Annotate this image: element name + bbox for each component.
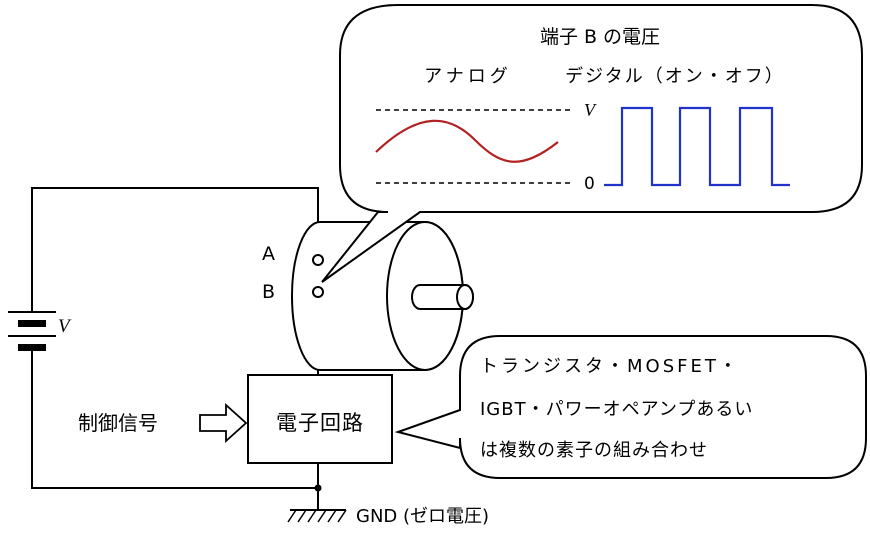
- callout-bottom-bubble: [394, 335, 867, 479]
- callout-top-title: 端子 B の電圧: [540, 26, 660, 48]
- terminal-a-label: A: [262, 243, 275, 265]
- wire-top: [31, 187, 319, 312]
- control-signal-label: 制御信号: [78, 411, 158, 435]
- terminal-b: [312, 286, 324, 298]
- electronic-circuit-label: 電子回路: [276, 411, 364, 435]
- motor: [291, 221, 474, 371]
- digital-waveform: [604, 106, 790, 187]
- wire-left-bottom: [31, 350, 318, 489]
- ground-symbol: [287, 509, 347, 523]
- control-signal-arrow: [199, 402, 248, 444]
- level-zero-label: 0: [584, 174, 595, 194]
- analog-waveform: [375, 119, 559, 163]
- terminal-b-label: B: [262, 281, 275, 303]
- analog-label: アナログ: [424, 66, 512, 87]
- ground-label: GND (ゼロ電圧): [356, 506, 489, 527]
- digital-label: デジタル（オン・オフ）: [565, 66, 785, 87]
- electronic-circuit-box: [247, 374, 393, 464]
- callout-bottom-line1: トランジスタ・MOSFET・: [480, 356, 740, 377]
- ground-junction: [314, 484, 322, 492]
- callout-top-bubble: [321, 4, 863, 283]
- callout-bottom-line2: IGBT・パワーオペアンプあるい: [480, 399, 753, 420]
- terminal-a: [312, 254, 324, 266]
- battery-voltage-label: V: [58, 316, 72, 337]
- callout-bottom-line3: は複数の素子の組み合わせ: [480, 440, 708, 461]
- level-high-label: V: [584, 100, 597, 120]
- motor-shaft-end: [456, 284, 474, 310]
- battery-symbol: [8, 311, 56, 351]
